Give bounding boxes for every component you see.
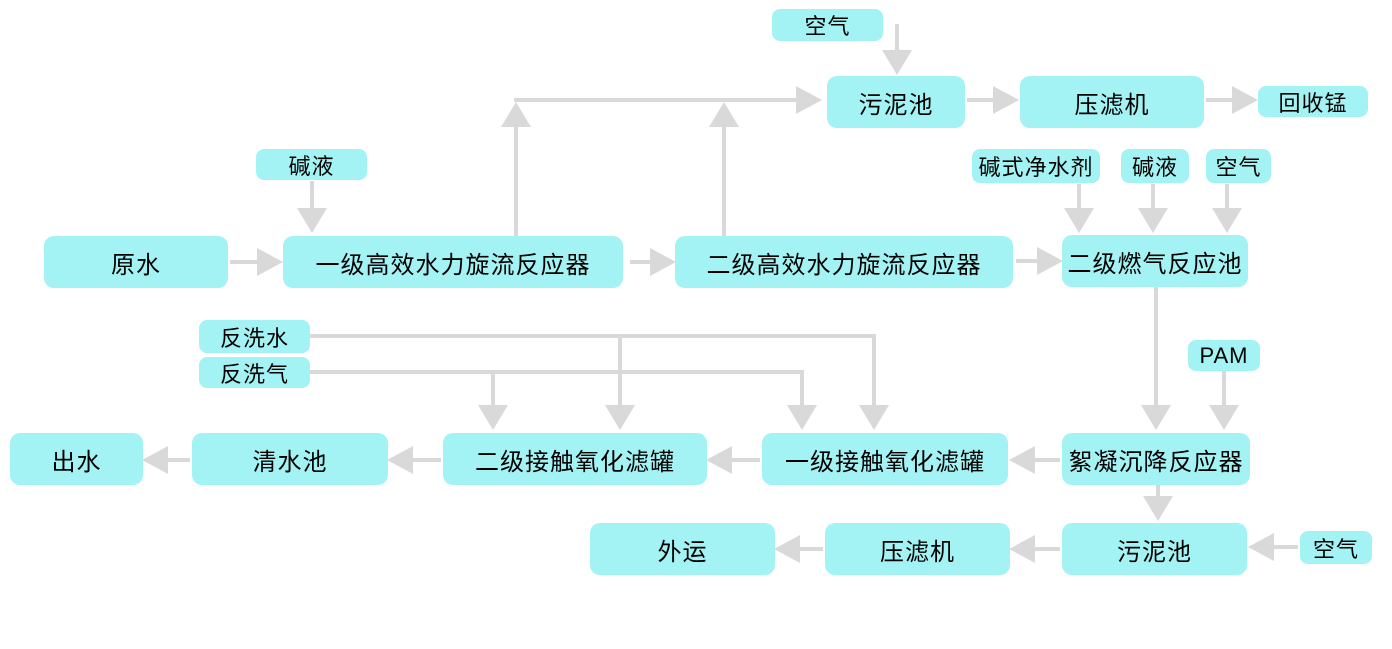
edge-reactor1-collector-line xyxy=(514,127,518,236)
node-basic-purifier: 碱式净水剂 xyxy=(972,149,1100,183)
edge-filter1-filter2-head xyxy=(706,446,732,474)
edge-backwashair-filter1-head xyxy=(787,405,817,430)
edge-collector-sludgetop-head xyxy=(796,86,822,114)
edge-filter1-filter2-line xyxy=(732,458,760,462)
node-pam: PAM xyxy=(1188,340,1260,371)
edge-airtop-sludgetop-line xyxy=(895,24,899,50)
edge-reactor2-collector-head xyxy=(709,102,739,127)
edge-backwashwater-trunk-line xyxy=(310,334,876,338)
edge-purifier-gasreactor-head xyxy=(1064,208,1094,233)
edge-clearpool-waterout-line xyxy=(168,458,190,462)
edge-airright-gasreactor-head xyxy=(1212,208,1242,233)
edge-sludgetop-presstop-line xyxy=(967,98,993,102)
edge-backwashwater-filter2-line xyxy=(618,334,622,405)
edge-clearpool-waterout-head xyxy=(142,446,168,474)
edge-backwashwater-filter1-head xyxy=(859,405,889,430)
node-clear-water-pool: 清水池 xyxy=(192,433,388,485)
node-cyclone-reactor-2: 二级高效水力旋流反应器 xyxy=(675,236,1013,288)
node-gas-reactor: 二级燃气反应池 xyxy=(1062,235,1248,287)
edge-airbottom-sludgebottom-head xyxy=(1248,533,1274,561)
edge-reactor1-reactor2-line xyxy=(630,260,650,264)
node-sludge-pool-top: 污泥池 xyxy=(827,76,965,128)
edge-alkaliright-gasreactor-line xyxy=(1151,184,1155,208)
edge-presstop-manganese-line xyxy=(1206,98,1232,102)
edge-reactor2-collector-line xyxy=(722,127,726,236)
node-backwash-air: 反洗气 xyxy=(199,357,310,388)
edge-gasreactor-floc-line xyxy=(1154,287,1158,405)
edge-pressbottom-transport-line xyxy=(800,547,823,551)
edge-reactor1-collector-head xyxy=(501,102,531,127)
edge-presstop-manganese-head xyxy=(1232,86,1258,114)
node-backwash-water: 反洗水 xyxy=(199,320,310,353)
node-air-right: 空气 xyxy=(1206,149,1271,183)
edge-alkaliright-gasreactor-head xyxy=(1138,208,1168,233)
edge-airbottom-sludgebottom-line xyxy=(1274,545,1298,549)
edge-floc-filter1-head xyxy=(1009,446,1035,474)
edge-backwashair-filter2-head xyxy=(478,405,508,430)
edge-rawwater-reactor1-line xyxy=(230,260,257,264)
edge-sludgebottom-pressbottom-line xyxy=(1035,547,1060,551)
edge-collector-sludgetop-line xyxy=(514,98,796,102)
edge-floc-sludgebottom-head xyxy=(1143,496,1173,521)
edge-backwashwater-filter2-head xyxy=(605,405,635,430)
edge-alkalileft-reactor1-head xyxy=(297,208,327,233)
edge-gasreactor-floc-head xyxy=(1141,405,1171,430)
node-contact-filter-1: 一级接触氧化滤罐 xyxy=(762,433,1008,485)
edge-reactor1-reactor2-head xyxy=(650,248,676,276)
node-recover-manganese: 回收锰 xyxy=(1258,86,1368,117)
edge-sludgetop-presstop-head xyxy=(993,86,1019,114)
edge-pam-floc-head xyxy=(1209,405,1239,430)
edge-floc-sludgebottom-line xyxy=(1156,485,1160,496)
node-alkali-left: 碱液 xyxy=(256,149,367,180)
node-transport-out: 外运 xyxy=(590,523,775,575)
edge-airright-gasreactor-line xyxy=(1225,184,1229,208)
node-filter-press-bottom: 压滤机 xyxy=(825,523,1010,575)
node-cyclone-reactor-1: 一级高效水力旋流反应器 xyxy=(283,236,623,288)
edge-pressbottom-transport-head xyxy=(774,535,800,563)
edge-floc-filter1-line xyxy=(1035,458,1060,462)
edge-backwashwater-filter1-line xyxy=(872,334,876,405)
node-raw-water: 原水 xyxy=(44,236,228,288)
node-alkali-right: 碱液 xyxy=(1121,149,1189,183)
edge-reactor2-gasreactor-line xyxy=(1016,259,1037,263)
edge-filter2-clearpool-head xyxy=(387,446,413,474)
node-air-top: 空气 xyxy=(772,9,883,41)
edge-backwashair-filter1-line xyxy=(800,370,804,405)
edge-backwashair-filter2-line xyxy=(491,370,495,405)
node-floc-reactor: 絮凝沉降反应器 xyxy=(1062,433,1250,485)
edge-backwashair-trunk-line xyxy=(310,370,804,374)
edge-sludgebottom-pressbottom-head xyxy=(1009,535,1035,563)
node-contact-filter-2: 二级接触氧化滤罐 xyxy=(443,433,707,485)
edge-purifier-gasreactor-line xyxy=(1077,184,1081,208)
edge-alkalileft-reactor1-line xyxy=(310,181,314,208)
node-sludge-pool-bottom: 污泥池 xyxy=(1062,523,1247,575)
node-filter-press-top: 压滤机 xyxy=(1020,76,1204,128)
node-water-out: 出水 xyxy=(10,433,143,485)
edge-rawwater-reactor1-head xyxy=(257,248,283,276)
edge-filter2-clearpool-line xyxy=(413,458,441,462)
node-air-bottom: 空气 xyxy=(1300,531,1372,564)
edge-pam-floc-line xyxy=(1222,371,1226,405)
edge-airtop-sludgetop-head xyxy=(882,50,912,75)
edge-reactor2-gasreactor-head xyxy=(1037,247,1063,275)
